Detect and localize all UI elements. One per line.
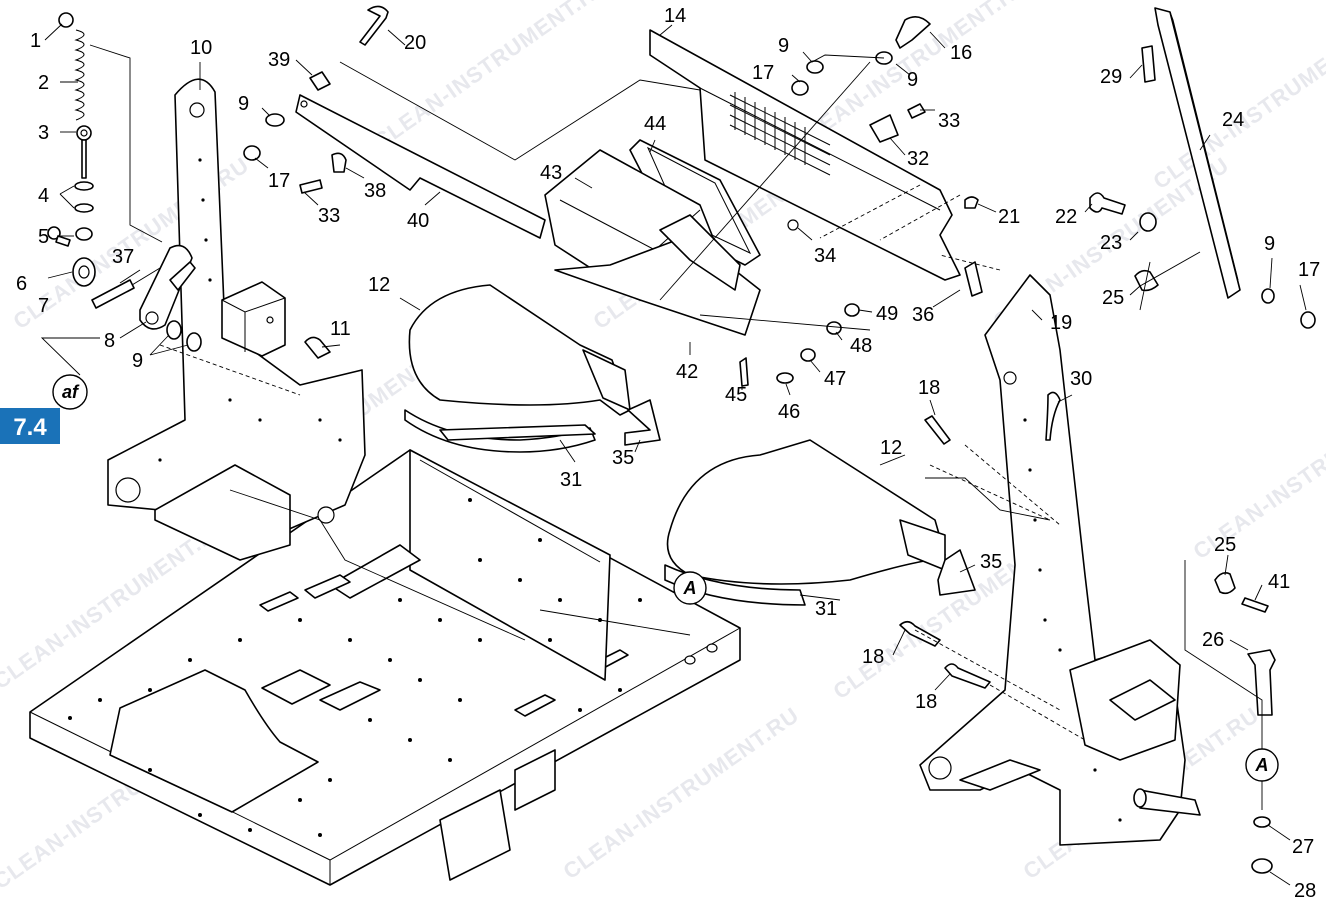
callout-18: 18	[915, 691, 937, 713]
callout-3: 3	[38, 122, 49, 144]
reference-marker-a-top: A	[673, 571, 707, 605]
plate-holes	[68, 498, 642, 837]
callout-33: 33	[938, 110, 960, 132]
callout-28: 28	[1294, 880, 1316, 902]
callout-30: 30	[1070, 368, 1092, 390]
callout-9: 9	[132, 350, 143, 372]
callout-40: 40	[407, 210, 429, 232]
callout-36: 36	[912, 304, 934, 326]
reference-marker-af: af	[52, 374, 88, 410]
callout-41: 41	[1268, 571, 1290, 593]
callout-26: 26	[1202, 629, 1224, 651]
callout-7: 7	[38, 295, 49, 317]
section-badge[interactable]: 7.4	[0, 408, 60, 444]
callout-23: 23	[1100, 232, 1122, 254]
callout-18: 18	[862, 646, 884, 668]
callout-24: 24	[1222, 109, 1244, 131]
seal-strips	[439, 399, 976, 596]
base-frame	[29, 449, 741, 886]
discharge-chute-lower	[664, 439, 946, 606]
callout-38: 38	[364, 180, 386, 202]
callout-20: 20	[404, 32, 426, 54]
callout-31: 31	[560, 469, 582, 491]
side-plate-holes	[158, 158, 342, 462]
callout-37: 37	[112, 246, 134, 268]
support-bar	[295, 94, 546, 239]
callout-27: 27	[1292, 836, 1314, 858]
callout-11: 11	[330, 318, 351, 340]
callout-17: 17	[752, 62, 774, 84]
callout-46: 46	[778, 401, 800, 423]
callout-25: 25	[1102, 287, 1124, 309]
reference-marker-a-bottom: A	[1245, 748, 1279, 782]
discharge-chute-upper	[404, 284, 631, 453]
callout-31: 31	[815, 598, 837, 620]
callout-9: 9	[907, 69, 918, 91]
callout-1: 1	[30, 30, 41, 52]
callout-2: 2	[38, 72, 49, 94]
callout-42: 42	[676, 361, 698, 383]
callout-14: 14	[664, 5, 686, 27]
callout-19: 19	[1050, 312, 1072, 334]
chute-assembly	[544, 139, 761, 336]
callout-44: 44	[644, 113, 666, 135]
callout-39: 39	[268, 49, 290, 71]
callout-33: 33	[318, 205, 340, 227]
callout-18: 18	[918, 377, 940, 399]
callouts: 1 2 3 4 5 6 7 8 9 37 10 11 39 20 9 17 33…	[16, 5, 1320, 902]
callout-49: 49	[876, 303, 898, 325]
callout-45: 45	[725, 384, 747, 406]
callout-8: 8	[104, 330, 115, 352]
spring-assembly	[47, 12, 202, 352]
callout-5: 5	[38, 226, 49, 248]
callout-10: 10	[190, 37, 212, 59]
callout-9: 9	[778, 35, 789, 57]
left-side-plate	[107, 78, 366, 561]
vent-grille	[729, 92, 831, 176]
callout-35: 35	[980, 551, 1002, 573]
callout-12: 12	[368, 274, 390, 296]
callout-25: 25	[1214, 534, 1236, 556]
right-plate-holes	[1023, 418, 1122, 822]
watermark: CLEAN-INSTRUMENT.RU	[369, 0, 614, 154]
callout-43: 43	[540, 162, 562, 184]
ref-af-label: af	[62, 382, 80, 402]
callout-22: 22	[1055, 206, 1077, 228]
callout-9: 9	[238, 93, 249, 115]
callout-4: 4	[38, 185, 49, 207]
section-badge-label: 7.4	[13, 414, 47, 441]
callout-48: 48	[850, 335, 872, 357]
hardware-parts	[243, 5, 1061, 689]
callout-32: 32	[907, 148, 929, 170]
callout-9: 9	[1264, 233, 1275, 255]
ref-a-label: A	[683, 578, 697, 598]
callout-6: 6	[16, 273, 27, 295]
ref-a-label: A	[1255, 755, 1269, 775]
callout-34: 34	[814, 245, 836, 267]
callout-17: 17	[1298, 259, 1320, 281]
right-side-plate	[919, 274, 1201, 846]
callout-21: 21	[998, 206, 1020, 228]
callout-47: 47	[824, 368, 846, 390]
callout-12: 12	[880, 437, 902, 459]
callout-17: 17	[268, 170, 290, 192]
watermark: CLEAN-INSTRUMENT.RU	[1189, 382, 1326, 564]
vertical-bar	[1089, 7, 1316, 874]
leader-lines	[40, 23, 1307, 886]
callout-29: 29	[1100, 66, 1122, 88]
callout-16: 16	[950, 42, 972, 64]
callout-35: 35	[612, 447, 634, 469]
